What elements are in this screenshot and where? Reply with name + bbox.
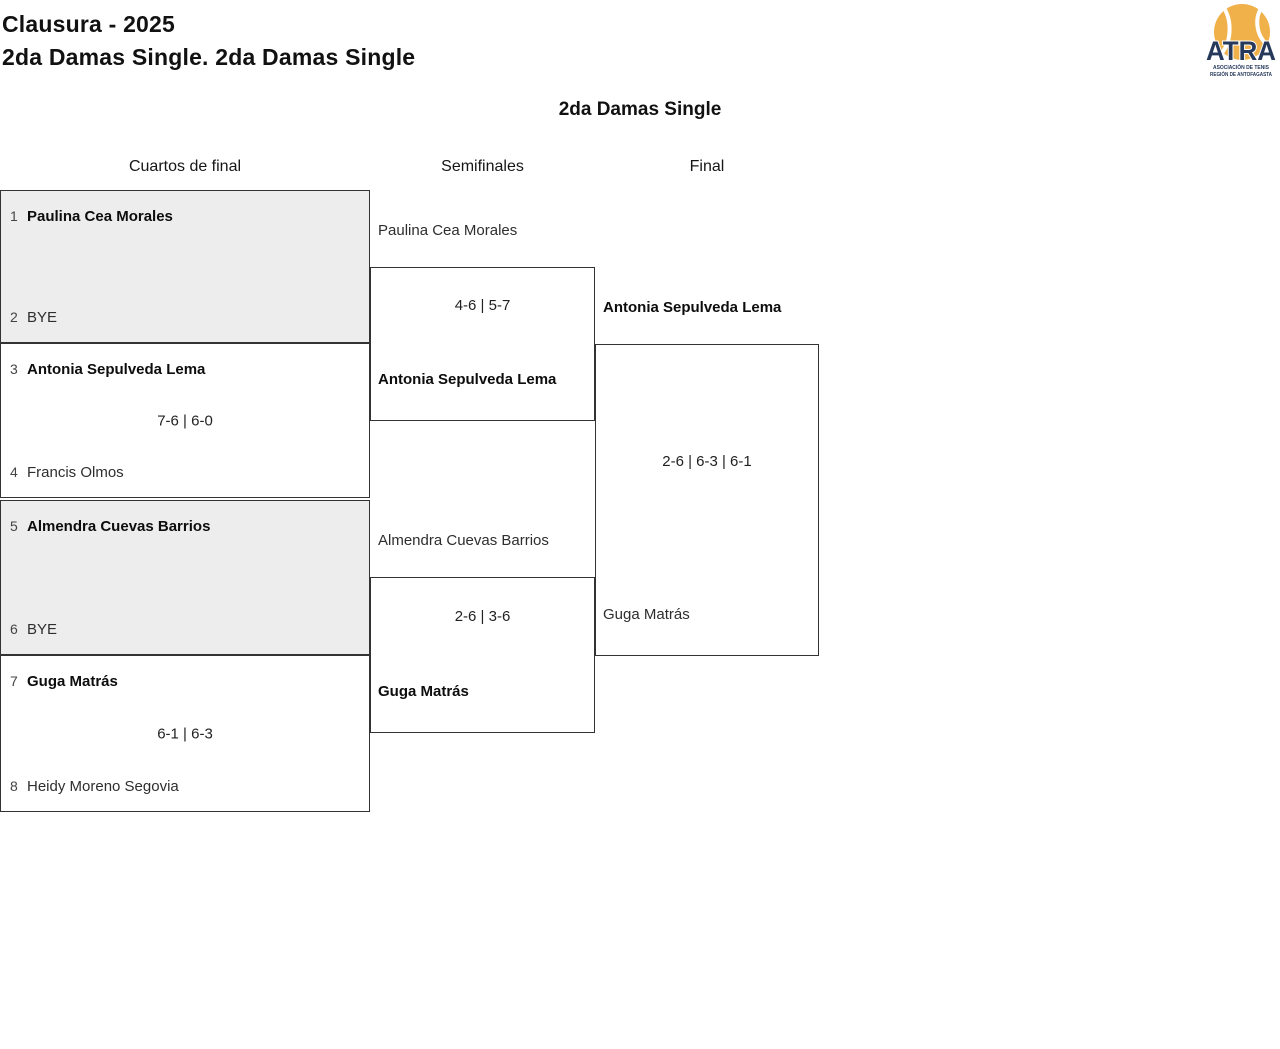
seed-number: 3: [10, 361, 18, 377]
player-slot: 8 Heidy Moreno Segovia: [10, 777, 179, 796]
player-slot: 2 BYE: [10, 308, 57, 327]
logo-subtitle-line2: REGIÓN DE ANTOFAGASTA: [1210, 70, 1272, 78]
logo-subtitle-line1: ASOCIACIÓN DE TENIS: [1213, 63, 1269, 71]
seed-number: 5: [10, 518, 18, 534]
player-name: Antonia Sepulveda Lema: [603, 299, 782, 316]
player-name: BYE: [27, 621, 58, 638]
tennis-ball-logo-icon: ATRA ASOCIACIÓN DE TENIS REGIÓN DE ANTOF…: [1205, 4, 1277, 78]
match-score: 7-6 | 6-0: [157, 412, 213, 429]
match-score: 6-1 | 6-3: [157, 725, 213, 742]
player-slot: 7 Guga Matrás: [10, 672, 118, 691]
player-name: Francis Olmos: [27, 464, 124, 481]
player-name: Almendra Cuevas Barrios: [378, 532, 549, 549]
seed-number: 4: [10, 464, 18, 480]
player-slot: 5 Almendra Cuevas Barrios: [10, 517, 210, 536]
match-score: 4-6 | 5-7: [454, 297, 511, 314]
player-name: Guga Matrás: [27, 673, 118, 690]
seed-number: 7: [10, 673, 18, 689]
round-header-final: Final: [689, 158, 725, 175]
player-name: Paulina Cea Morales: [378, 222, 518, 239]
player-name: Guga Matrás: [603, 606, 690, 623]
seed-number: 8: [10, 778, 18, 794]
match-box-sf2: Almendra Cuevas Barrios 2-6 | 3-6 Guga M…: [370, 532, 595, 733]
match-box-qf4: 7 Guga Matrás 6-1 | 6-3 8 Heidy Moreno S…: [0, 655, 370, 812]
player-name: Paulina Cea Morales: [27, 208, 173, 225]
seed-number: 6: [10, 621, 18, 637]
player-name: Antonia Sepulveda Lema: [27, 361, 206, 378]
player-name: Antonia Sepulveda Lema: [378, 371, 557, 388]
match-score: 2-6 | 3-6: [454, 608, 511, 625]
player-name: Heidy Moreno Segovia: [27, 778, 179, 795]
match-box-sf1: Paulina Cea Morales 4-6 | 5-7 Antonia Se…: [370, 222, 595, 421]
match-box-qf3: 5 Almendra Cuevas Barrios 6 BYE: [0, 500, 370, 655]
player-slot: 1 Paulina Cea Morales: [10, 207, 173, 226]
player-slot: 4 Francis Olmos: [10, 463, 124, 482]
tournament-title: Clausura - 2025: [2, 11, 176, 37]
round-header-cuartos: Cuartos de final: [128, 158, 242, 175]
match-box-final: Antonia Sepulveda Lema 2-6 | 6-3 | 6-1 G…: [595, 299, 819, 656]
match-box-qf2: 3 Antonia Sepulveda Lema 7-6 | 6-0 4 Fra…: [0, 343, 370, 498]
logo-acronym: ATRA: [1206, 36, 1276, 66]
page-header: Clausura - 2025 2da Damas Single. 2da Da…: [2, 8, 415, 74]
match-score: 2-6 | 6-3 | 6-1: [662, 453, 752, 470]
bracket-title: 2da Damas Single: [558, 99, 722, 120]
player-name: Guga Matrás: [378, 683, 469, 700]
match-box-qf1: 1 Paulina Cea Morales 2 BYE: [0, 190, 370, 343]
seed-number: 1: [10, 208, 18, 224]
atra-logo: ATRA ASOCIACIÓN DE TENIS REGIÓN DE ANTOF…: [1203, 2, 1279, 84]
category-title: 2da Damas Single. 2da Damas Single: [2, 44, 416, 70]
seed-number: 2: [10, 309, 18, 325]
player-name: Almendra Cuevas Barrios: [27, 518, 211, 535]
player-slot: 3 Antonia Sepulveda Lema: [10, 360, 205, 379]
player-slot: 6 BYE: [10, 620, 57, 639]
player-name: BYE: [27, 309, 58, 326]
round-header-semifinales: Semifinales: [441, 158, 524, 175]
